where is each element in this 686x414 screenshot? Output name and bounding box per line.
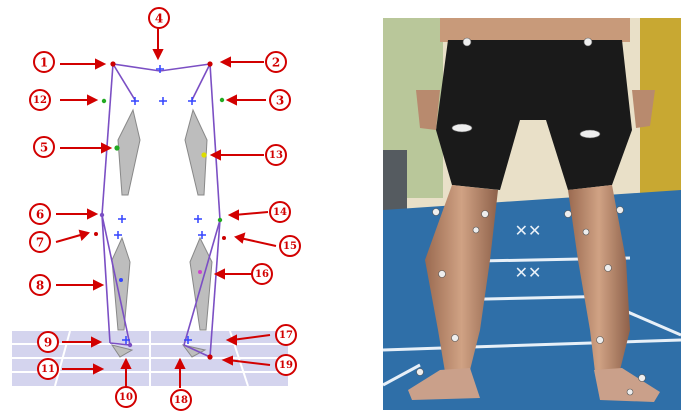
label-10: 10 [116,387,136,407]
label-text-8: 8 [36,279,44,293]
label-2: 2 [266,52,286,72]
label-1: 1 [34,52,54,72]
subject-photo: ✕✕ ✕✕ [383,18,681,410]
svg-text:✕✕: ✕✕ [515,221,542,240]
label-13: 13 [266,145,286,165]
label-14: 14 [270,202,290,222]
label-text-5: 5 [40,141,48,155]
label-text-14: 14 [273,207,287,218]
label-text-2: 2 [272,56,280,70]
label-text-4: 4 [155,12,163,26]
label-16: 16 [252,264,272,284]
label-18: 18 [171,390,191,410]
label-text-10: 10 [119,392,133,403]
label-text-17: 17 [279,330,293,341]
label-9: 9 [38,332,58,352]
label-7: 7 [30,232,50,252]
label-text-6: 6 [36,208,44,222]
label-text-1: 1 [40,56,48,70]
label-15: 15 [280,236,300,256]
label-8: 8 [30,275,50,295]
label-text-18: 18 [174,395,188,406]
label-text-11: 11 [41,364,55,375]
label-text-3: 3 [276,94,284,108]
label-6: 6 [30,204,50,224]
label-text-16: 16 [255,269,269,280]
label-text-15: 15 [283,241,297,252]
label-11: 11 [38,359,58,379]
label-text-9: 9 [44,336,52,350]
label-text-13: 13 [269,150,283,161]
label-5: 5 [34,137,54,157]
label-text-19: 19 [279,360,293,371]
joint-centers [114,65,206,344]
label-3: 3 [270,90,290,110]
label-17: 17 [276,325,296,345]
label-text-7: 7 [36,236,44,250]
bone-shapes [112,110,212,357]
svg-text:✕✕: ✕✕ [515,263,542,282]
label-12: 12 [30,90,50,110]
label-4: 4 [149,8,169,28]
label-19: 19 [276,355,296,375]
label-text-12: 12 [33,95,47,106]
